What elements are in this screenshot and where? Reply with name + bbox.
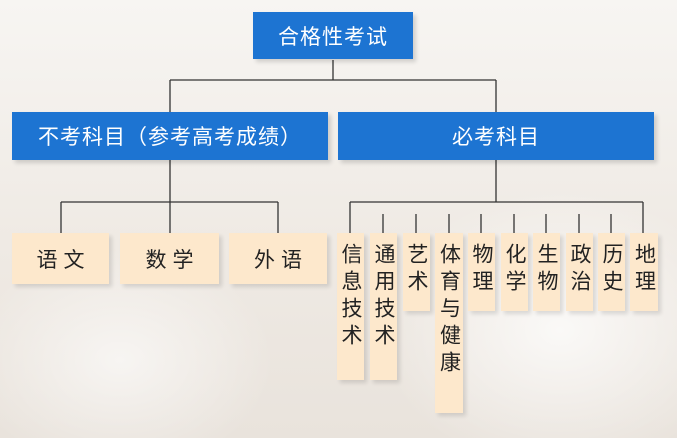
subject-label: 信息技术 [339, 243, 363, 351]
subject-box: 历史 [598, 233, 625, 311]
subject-label: 化学 [503, 243, 527, 297]
subject-label: 历史 [600, 243, 624, 297]
subject-label: 物理 [470, 243, 494, 297]
subject-box: 通用技术 [370, 233, 397, 380]
subject-box: 信息技术 [337, 233, 364, 380]
subject-label: 地理 [632, 243, 657, 297]
subject-box: 外语 [229, 233, 327, 284]
subject-box: 政治 [566, 233, 593, 311]
subject-label: 外语 [254, 247, 308, 272]
branch-label-required: 必考科目 [452, 125, 540, 149]
subject-box: 艺术 [403, 233, 430, 311]
subject-label: 体育与健康 [437, 243, 462, 378]
subject-box: 化学 [501, 233, 528, 311]
subject-label: 艺术 [405, 243, 429, 297]
subject-box: 体育与健康 [435, 233, 463, 413]
root-node: 合格性考试 [253, 12, 413, 59]
subject-label: 数学 [145, 247, 200, 272]
subject-box: 语文 [12, 233, 109, 284]
subject-box: 物理 [468, 233, 495, 311]
branch-node-required: 必考科目 [338, 112, 654, 160]
branch-node-excluded: 不考科目（参考高考成绩） [12, 112, 328, 160]
subject-box: 地理 [630, 233, 658, 311]
subject-label: 政治 [568, 243, 592, 297]
subject-box: 数学 [120, 233, 219, 284]
subject-box: 生物 [533, 233, 560, 311]
branch-label-excluded: 不考科目（参考高考成绩） [38, 125, 302, 149]
root-label: 合格性考试 [278, 24, 388, 49]
subject-label: 生物 [535, 243, 559, 297]
subject-label: 通用技术 [372, 243, 396, 351]
subject-label: 语文 [36, 247, 91, 272]
